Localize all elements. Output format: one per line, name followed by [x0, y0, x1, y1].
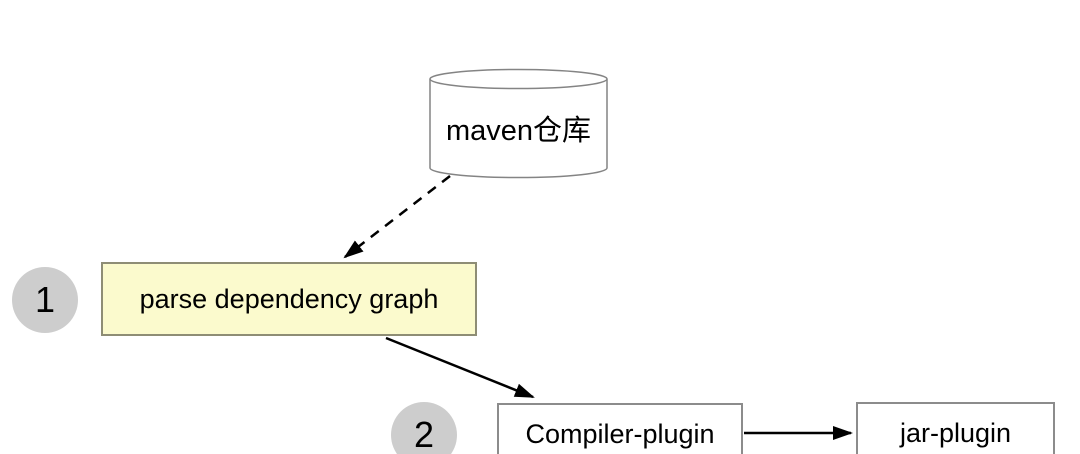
edge-repo-to-parse-dashed-arrow	[343, 175, 451, 259]
node-compiler-plugin: Compiler-plugin	[497, 403, 743, 454]
node-maven-repo-label: maven仓库	[445, 115, 592, 147]
step-badge-1: 1	[12, 267, 78, 333]
node-jar-plugin: jar-plugin	[856, 402, 1055, 454]
edge-parse-to-compiler-arrow	[385, 336, 535, 399]
step-badge-2-label: 2	[413, 414, 435, 454]
maven-repo-cylinder-shape	[429, 68, 608, 179]
step-badge-1-label: 1	[34, 279, 56, 320]
step-badge-2: 2	[391, 402, 457, 454]
node-compiler-plugin-label: Compiler-plugin	[525, 418, 715, 449]
node-parse-dependency-label: parse dependency graph	[139, 283, 439, 314]
node-jar-plugin-label: jar-plugin	[899, 418, 1012, 448]
node-parse-dependency: parse dependency graph	[101, 262, 477, 336]
